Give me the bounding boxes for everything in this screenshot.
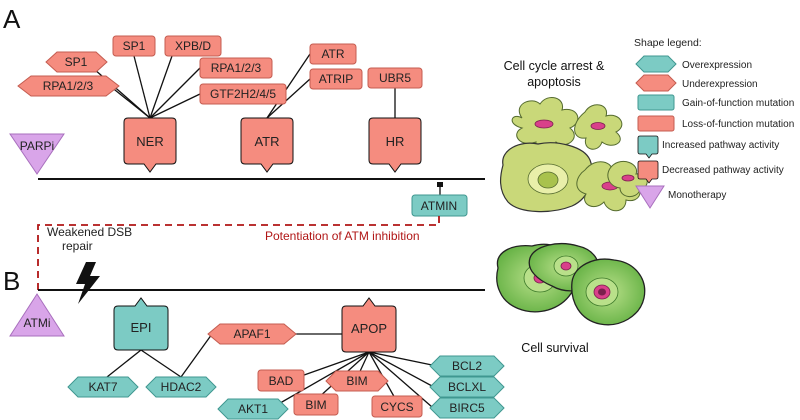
bclxl-label: BCLXL bbox=[448, 380, 486, 394]
weakened-label-line2: repair bbox=[62, 239, 93, 253]
rpa-left-label: RPA1/2/3 bbox=[43, 79, 94, 93]
atr-gene-label: ATR bbox=[321, 47, 344, 61]
apop-label: APOP bbox=[351, 321, 387, 336]
edge-apop-bclxl bbox=[368, 351, 433, 387]
legend-title: Shape legend: bbox=[634, 37, 702, 49]
edge-epi-hdac2 bbox=[140, 349, 182, 378]
hr-callout bbox=[368, 117, 422, 173]
potentiation-label: Potentiation of ATM inhibition bbox=[265, 229, 420, 243]
atmi-triangle bbox=[9, 293, 65, 337]
edge-ner-xpbd bbox=[149, 55, 173, 119]
legend-increased-label: Increased pathway activity bbox=[662, 140, 779, 151]
edge-hdac2-apaf1 bbox=[180, 333, 213, 378]
cycs-box bbox=[371, 395, 423, 418]
ubr5-label: UBR5 bbox=[379, 71, 411, 85]
legend-monotherapy-swatch bbox=[635, 185, 665, 209]
bim-hexagon-label: BIM bbox=[346, 374, 367, 388]
bim-box-label: BIM bbox=[305, 398, 326, 412]
edge-atr-atr bbox=[266, 53, 311, 119]
sp1-left-hexagon bbox=[45, 51, 108, 73]
cycs-label: CYCS bbox=[380, 400, 413, 414]
legend-loss-swatch bbox=[637, 115, 675, 132]
legend-underexpression-label: Underexpression bbox=[682, 79, 758, 90]
ner-label: NER bbox=[136, 134, 163, 149]
legend-gain-label: Gain-of-function mutation bbox=[682, 98, 794, 109]
edge-ner-gtf2h bbox=[149, 93, 201, 119]
edge-ner-sp1-top bbox=[133, 55, 151, 119]
bcl2-label: BCL2 bbox=[452, 359, 482, 373]
legend-gain-swatch bbox=[637, 94, 675, 111]
surviving-cells-illustration bbox=[496, 243, 646, 326]
rpa-right-label: RPA1/2/3 bbox=[211, 61, 262, 75]
edge-ner-rpa-right bbox=[149, 67, 201, 119]
edge-apop-bcl2 bbox=[368, 351, 433, 366]
bcl2-hexagon bbox=[429, 355, 505, 377]
atmin-label: ATMIN bbox=[421, 199, 457, 213]
parpi-label: PARPi bbox=[20, 139, 54, 153]
hdac2-label: HDAC2 bbox=[161, 380, 202, 394]
atr-callout bbox=[240, 117, 294, 173]
kat7-hexagon bbox=[67, 376, 139, 398]
birc5-label: BIRC5 bbox=[449, 401, 485, 415]
apoptotic-cells-illustration bbox=[500, 96, 648, 213]
legend-decreased-label: Decreased pathway activity bbox=[662, 165, 784, 176]
legend-overexpression-label: Overexpression bbox=[682, 60, 752, 71]
apoptosis-caption-line2: apoptosis bbox=[527, 75, 581, 89]
atrip-box bbox=[309, 68, 363, 90]
shape-legend: Shape legend: Overexpression Underexpres… bbox=[634, 37, 794, 209]
bim-box bbox=[293, 393, 339, 416]
edge-apop-akt1 bbox=[267, 351, 370, 411]
panel-b-letter: B bbox=[3, 266, 20, 296]
weakened-label-line1: Weakened DSB bbox=[47, 225, 132, 239]
xpbd-label: XPB/D bbox=[175, 39, 211, 53]
apoptosis-caption-line1: Cell cycle arrest & bbox=[504, 59, 605, 73]
potentiation-dashed-path bbox=[37, 216, 440, 292]
hr-label: HR bbox=[386, 134, 405, 149]
atmin-inhibit-tick bbox=[437, 182, 443, 187]
apop-callout bbox=[341, 297, 397, 353]
rpa-left-hexagon bbox=[17, 75, 120, 97]
legend-loss-label: Loss-of-function mutation bbox=[682, 119, 794, 130]
ner-callout bbox=[123, 117, 177, 173]
sp1-left-label: SP1 bbox=[65, 55, 88, 69]
kat7-label: KAT7 bbox=[88, 380, 117, 394]
legend-underexpression-swatch bbox=[635, 74, 677, 92]
parpi-triangle bbox=[9, 133, 65, 175]
sp1-top-label: SP1 bbox=[123, 39, 146, 53]
rpa-right-box bbox=[199, 57, 273, 79]
ubr5-box bbox=[367, 67, 423, 89]
legend-overexpression-swatch bbox=[635, 55, 677, 73]
edge-ner-rpa-left bbox=[109, 85, 151, 119]
hdac2-hexagon bbox=[145, 376, 217, 398]
birc5-hexagon bbox=[429, 397, 505, 419]
edge-epi-kat7 bbox=[106, 349, 142, 378]
epi-label: EPI bbox=[131, 320, 152, 335]
epi-callout bbox=[113, 297, 169, 351]
bad-label: BAD bbox=[269, 374, 294, 388]
atr-pathway-label: ATR bbox=[254, 134, 279, 149]
gtf2h-box bbox=[199, 83, 287, 105]
lightning-bolt-icon bbox=[76, 262, 100, 304]
atmi-label: ATMi bbox=[23, 316, 50, 330]
sp1-top-box bbox=[112, 35, 156, 57]
survival-caption: Cell survival bbox=[521, 341, 588, 355]
legend-decreased-swatch bbox=[637, 160, 659, 184]
legend-increased-swatch bbox=[637, 135, 659, 159]
bad-box bbox=[257, 369, 305, 392]
apaf1-label: APAF1 bbox=[233, 327, 270, 341]
edge-atr-atrip bbox=[266, 78, 311, 119]
bclxl-hexagon bbox=[429, 376, 505, 398]
akt1-hexagon bbox=[217, 398, 289, 420]
atr-gene-box bbox=[309, 43, 357, 65]
apaf1-hexagon bbox=[207, 323, 297, 345]
akt1-label: AKT1 bbox=[238, 402, 268, 416]
bim-hexagon bbox=[325, 370, 389, 392]
gtf2h-label: GTF2H2/4/5 bbox=[210, 87, 276, 101]
panel-a-letter: A bbox=[3, 4, 21, 34]
xpbd-box bbox=[164, 35, 222, 57]
legend-monotherapy-label: Monotherapy bbox=[668, 190, 726, 201]
atrip-label: ATRIP bbox=[319, 72, 353, 86]
